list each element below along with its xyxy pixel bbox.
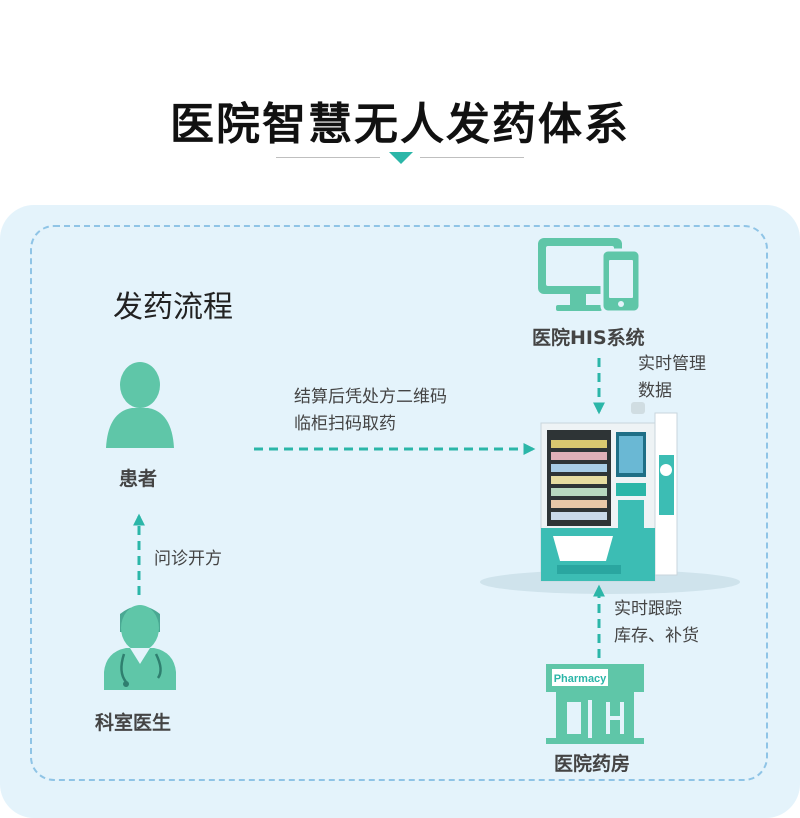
- edge-label-pharmacy-to-machine: 实时跟踪 库存、补货: [614, 596, 699, 650]
- title-triangle-icon: [389, 152, 413, 164]
- edge-label-his-to-machine: 实时管理 数据: [638, 351, 706, 405]
- vending-machine: [480, 402, 740, 594]
- edge-label-patient-to-machine: 结算后凭处方二维码 临柜扫码取药: [294, 384, 447, 438]
- edge-label-line: 库存、补货: [614, 626, 699, 646]
- node-label-pharmacy: 医院药房: [554, 753, 631, 775]
- pharmacy-sign-text: Pharmacy: [554, 673, 607, 685]
- node-label-doctor: 科室医生: [95, 712, 172, 734]
- phone-icon: [600, 248, 642, 314]
- edge-label-line: 实时跟踪: [614, 599, 682, 619]
- node-label-his: 医院HIS系统: [532, 327, 645, 349]
- edge-label-line: 临柜扫码取药: [294, 414, 396, 434]
- node-label-patient: 患者: [119, 468, 158, 490]
- page-title: 医院智慧无人发药体系: [170, 99, 630, 150]
- pharmacy-icon: [546, 664, 644, 744]
- title-divider-left: [276, 157, 380, 158]
- title-divider-right: [420, 157, 524, 158]
- edge-label-doctor-to-patient: 问诊开方: [154, 549, 222, 569]
- patient-icon: [106, 362, 174, 448]
- diagram-dashed-border: [30, 225, 768, 781]
- section-title: 发药流程: [113, 290, 233, 325]
- edge-label-line: 实时管理: [638, 354, 706, 374]
- edge-label-line: 结算后凭处方二维码: [294, 387, 447, 407]
- edge-label-line: 数据: [638, 381, 672, 401]
- doctor-icon: [104, 605, 176, 690]
